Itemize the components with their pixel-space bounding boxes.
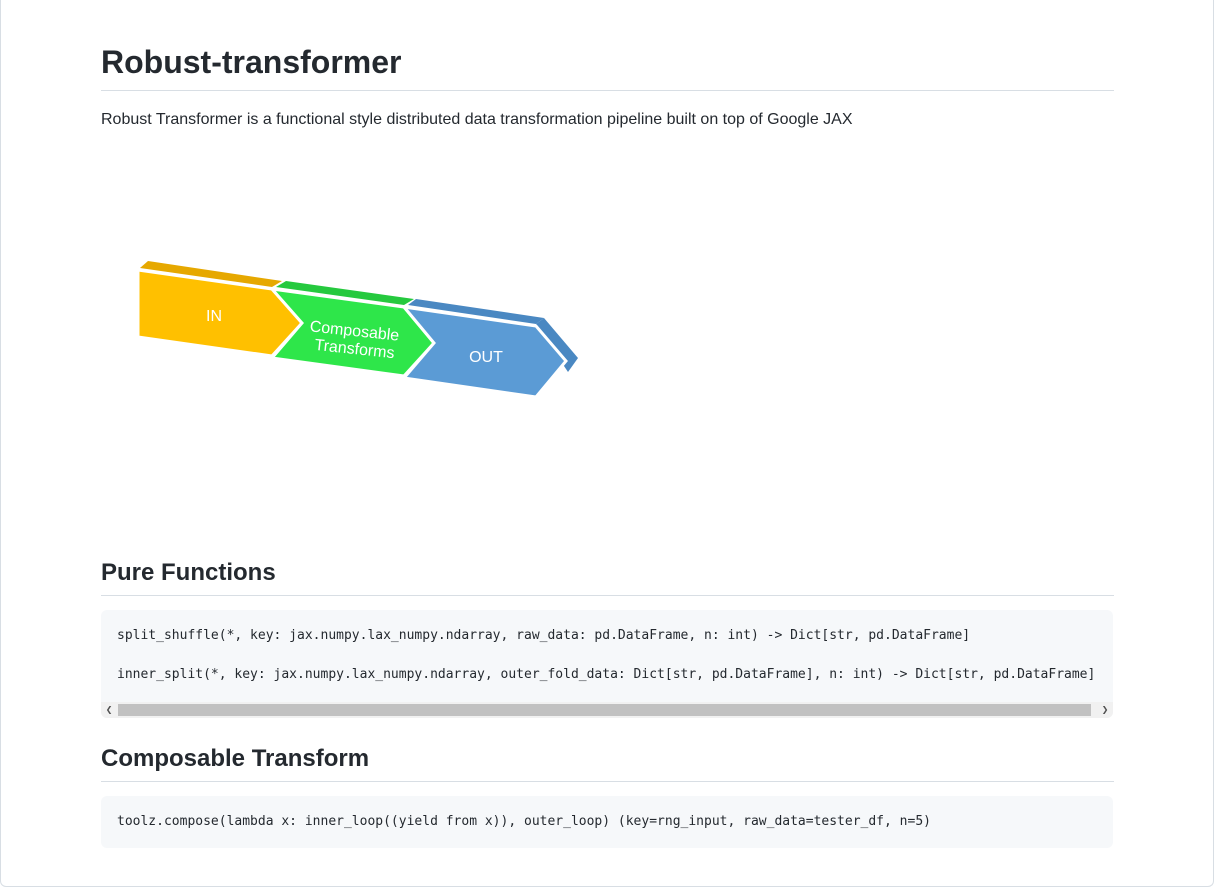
- scrollbar-thumb[interactable]: [118, 704, 1091, 716]
- in-stage-label: IN: [206, 308, 222, 325]
- page-description: Robust Transformer is a functional style…: [101, 111, 853, 128]
- out-stage: OUT: [400, 299, 578, 399]
- out-stage-top: [408, 299, 544, 324]
- pipeline-diagram-svg: IN Composable Transforms OUT: [136, 261, 578, 399]
- out-stage-face: [400, 304, 568, 399]
- composable-transform-heading: Composable Transform: [101, 744, 1114, 782]
- in-stage: IN: [136, 261, 305, 358]
- out-stage-label: OUT: [469, 349, 503, 366]
- composable-transform-code-block[interactable]: toolz.compose(lambda x: inner_loop((yiel…: [101, 796, 1113, 848]
- horizontal-scrollbar[interactable]: ❮ ❯: [101, 702, 1113, 718]
- in-stage-top: [140, 261, 282, 287]
- composable-stage: Composable Transforms: [268, 281, 436, 378]
- chevron-left-icon[interactable]: ❮: [105, 703, 113, 716]
- code-line-inner-split: inner_split(*, key: jax.numpy.lax_numpy.…: [117, 667, 1096, 682]
- pure-functions-heading: Pure Functions: [101, 558, 1114, 596]
- code-line-compose: toolz.compose(lambda x: inner_loop((yiel…: [117, 814, 931, 829]
- out-stage-side: [536, 318, 578, 372]
- composable-stage-top: [276, 281, 414, 305]
- page-title: Robust-transformer: [101, 40, 1114, 91]
- code-line-split-shuffle: split_shuffle(*, key: jax.numpy.lax_nump…: [117, 628, 971, 643]
- pipeline-diagram: IN Composable Transforms OUT: [136, 250, 586, 410]
- chevron-right-icon[interactable]: ❯: [1101, 703, 1109, 716]
- pure-functions-code-block[interactable]: split_shuffle(*, key: jax.numpy.lax_nump…: [101, 610, 1113, 718]
